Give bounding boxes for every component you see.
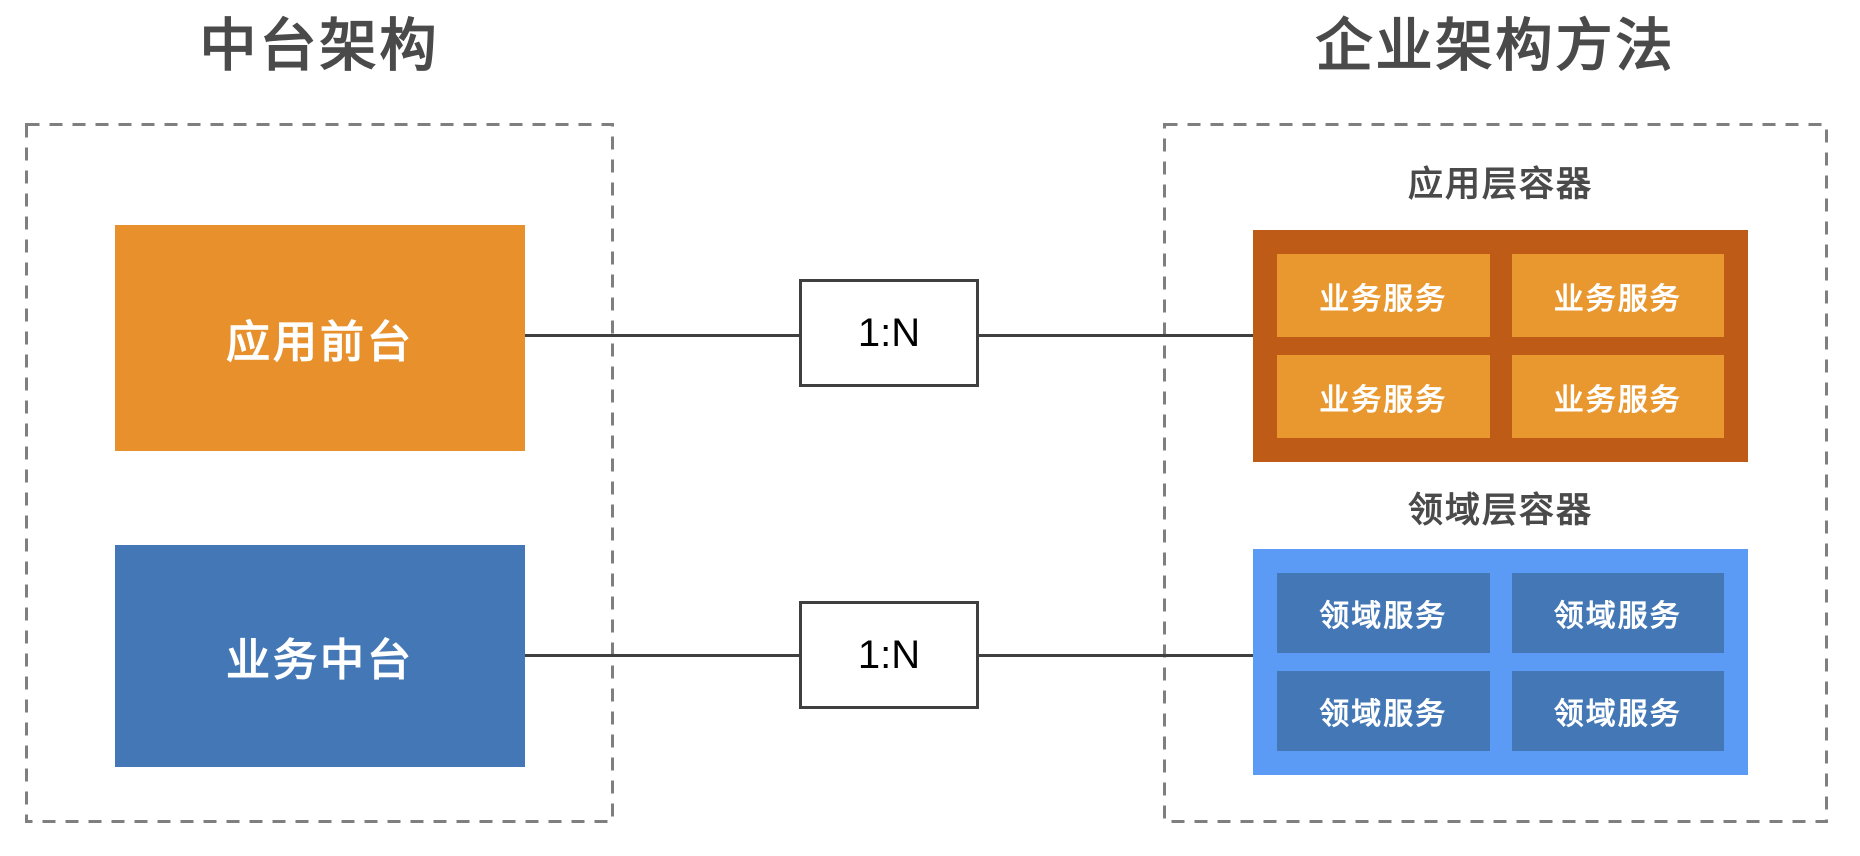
right-dashed-boundary <box>1163 123 1828 823</box>
service-box: 领域服务 <box>1277 671 1490 751</box>
node-app-frontend: 应用前台 <box>115 225 525 451</box>
connector-line-top-right <box>979 334 1253 337</box>
service-box: 业务服务 <box>1277 254 1490 337</box>
connector-line-bottom-left <box>525 654 799 657</box>
service-box: 领域服务 <box>1511 573 1724 653</box>
service-box: 业务服务 <box>1277 355 1490 438</box>
right-panel-title: 企业架构方法 <box>1315 14 1676 78</box>
domain-layer-container-title: 领域层容器 <box>1407 490 1593 530</box>
relation-box-bottom: 1:N <box>799 601 979 709</box>
service-box: 领域服务 <box>1511 671 1724 751</box>
left-panel-title: 中台架构 <box>199 14 440 78</box>
connector-line-bottom-right <box>979 654 1253 657</box>
left-dashed-boundary <box>25 123 614 823</box>
service-box: 领域服务 <box>1277 573 1490 653</box>
connector-line-top-left <box>525 334 799 337</box>
node-business-midplatform: 业务中台 <box>115 545 525 767</box>
domain-layer-container: 领域服务 领域服务 领域服务 领域服务 <box>1253 549 1748 775</box>
service-box: 业务服务 <box>1511 355 1724 438</box>
app-layer-container: 业务服务 业务服务 业务服务 业务服务 <box>1253 230 1748 462</box>
relation-box-top: 1:N <box>799 279 979 387</box>
service-box: 业务服务 <box>1511 254 1724 337</box>
app-layer-container-title: 应用层容器 <box>1407 164 1593 204</box>
